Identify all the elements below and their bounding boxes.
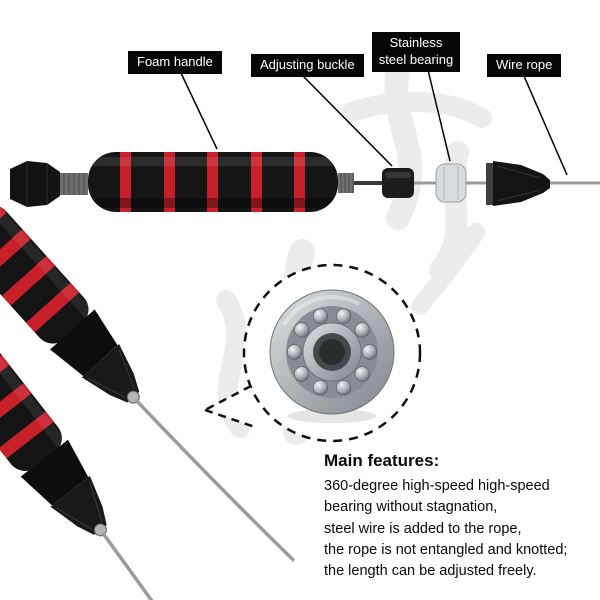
exploded-handle-assembly <box>10 152 600 212</box>
pointer-wire-rope <box>523 75 568 176</box>
main-features-heading: Main features: <box>324 451 440 470</box>
end-cap-right-part <box>486 161 550 206</box>
main-features-line: the length can be adjusted freely. <box>324 563 537 580</box>
label-wire-rope: Wire rope <box>487 54 562 77</box>
foam-handle-part <box>88 152 354 212</box>
assembled-handles <box>0 199 296 600</box>
pointer-stainless-bearing <box>427 69 451 162</box>
pointer-foam-handle <box>180 72 218 150</box>
main-features-line: 360-degree high-speed high-speed <box>324 478 550 494</box>
main-features: Main features: 360-degree high-speed hig… <box>324 451 596 583</box>
jump-rope-handle-upper <box>0 199 296 562</box>
jump-rope-handle-lower <box>0 322 192 600</box>
main-features-line: the rope is not entangled and knotted; <box>324 541 568 558</box>
main-features-line: bearing without stagnation, <box>324 499 498 516</box>
wire-rope-upper <box>134 398 296 562</box>
label-stainless-steel-bearing: Stainless steel bearing <box>372 32 460 72</box>
bearing-side-part <box>435 163 467 203</box>
bearing-callout-bubble <box>204 263 422 443</box>
wire-rope-lower <box>101 532 192 600</box>
label-stainless-line1: Stainless <box>389 35 443 50</box>
end-cap-left-part <box>10 161 88 207</box>
main-features-line: steel wire is added to the rope, <box>324 520 522 537</box>
label-adjusting-buckle: Adjusting buckle <box>251 54 364 77</box>
adjusting-buckle-part <box>382 168 414 198</box>
pointer-lines <box>180 69 568 176</box>
pointer-adjusting-buckle <box>302 75 393 167</box>
bearing-detail <box>269 289 395 423</box>
label-stainless-line2: steel bearing <box>378 51 454 67</box>
label-foam-handle: Foam handle <box>128 51 222 74</box>
bubble-tail <box>204 384 256 429</box>
